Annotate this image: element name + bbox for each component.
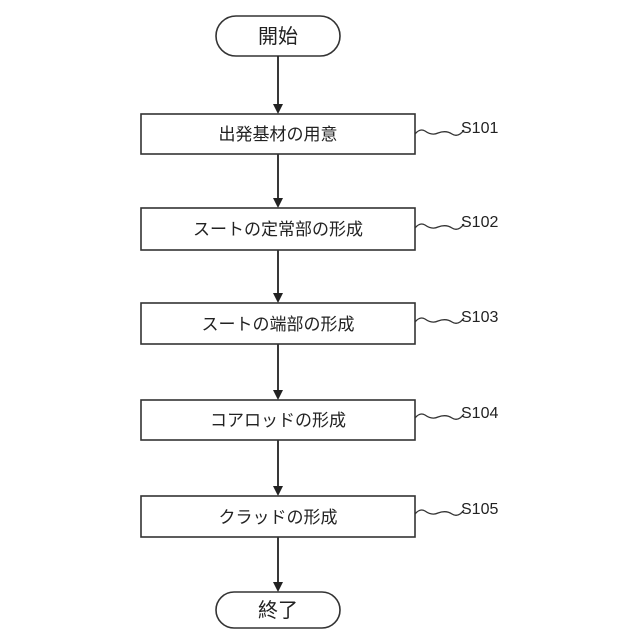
step-s104-label: コアロッドの形成 <box>210 411 346 431</box>
arrow-s105-to-end <box>273 537 283 592</box>
step-s102-id: S102 <box>461 214 498 231</box>
arrow-s104-to-s105 <box>273 440 283 496</box>
step-s103-label: スートの端部の形成 <box>202 315 355 335</box>
step-s101-id: S101 <box>461 120 498 137</box>
arrow-start-to-s101 <box>273 56 283 114</box>
arrow-s101-to-s102 <box>273 154 283 208</box>
step-s105: クラッドの形成 S105 <box>141 496 498 537</box>
step-s104: コアロッドの形成 S104 <box>141 400 498 440</box>
step-s103: スートの端部の形成 S103 <box>141 303 498 344</box>
step-s103-id: S103 <box>461 309 498 326</box>
step-s103-leader <box>415 318 464 323</box>
step-s102-label: スートの定常部の形成 <box>193 220 363 240</box>
step-s104-id: S104 <box>461 405 498 422</box>
step-s102-leader <box>415 224 464 229</box>
step-s104-leader <box>415 414 464 419</box>
start-terminator: 開始 <box>216 16 340 56</box>
step-s101-label: 出発基材の用意 <box>219 125 338 145</box>
step-s105-id: S105 <box>461 501 498 518</box>
step-s101-leader <box>415 130 464 135</box>
end-label: 終了 <box>258 598 298 622</box>
end-terminator: 終了 <box>216 592 340 628</box>
step-s105-label: クラッドの形成 <box>219 508 338 528</box>
step-s102: スートの定常部の形成 S102 <box>141 208 498 250</box>
step-s105-leader <box>415 510 464 515</box>
start-label: 開始 <box>258 24 298 48</box>
arrow-s103-to-s104 <box>273 344 283 400</box>
step-s101: 出発基材の用意 S101 <box>141 114 498 154</box>
arrow-s102-to-s103 <box>273 250 283 303</box>
